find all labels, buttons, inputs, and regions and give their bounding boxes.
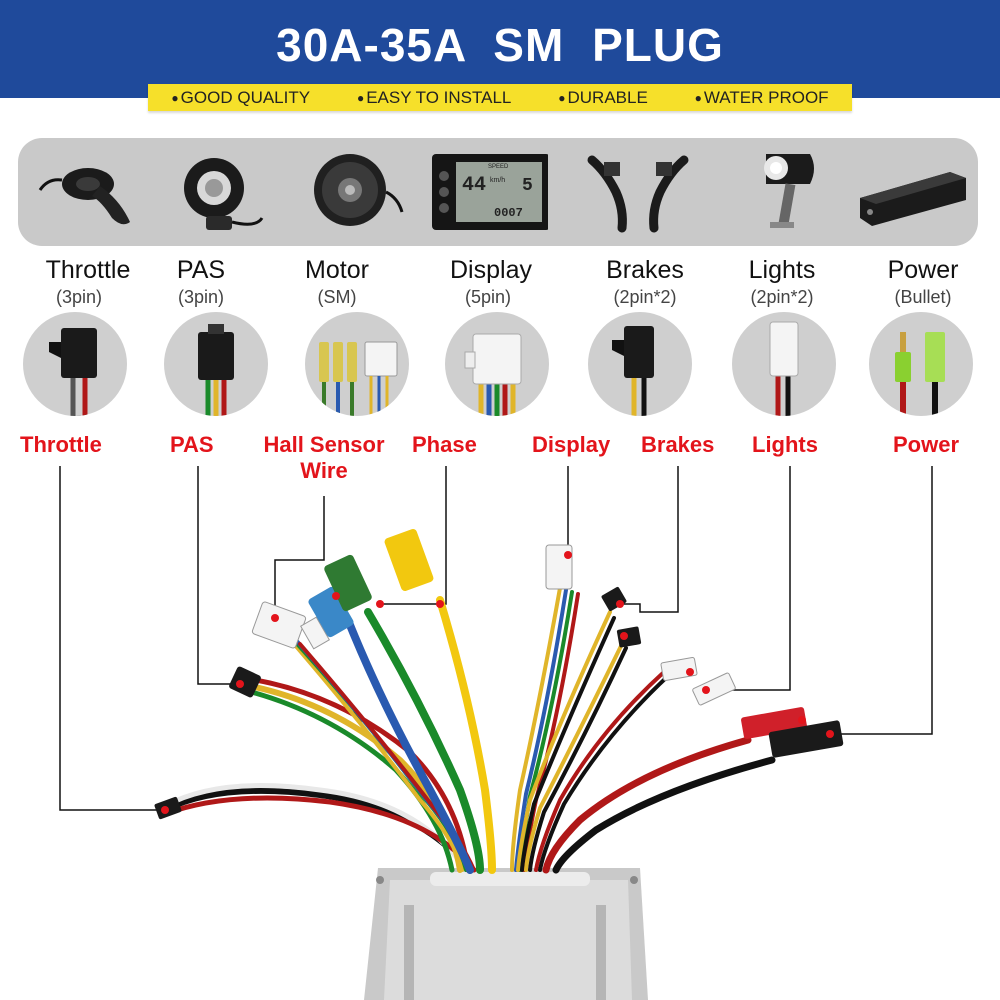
pas-sensor-icon xyxy=(184,158,264,230)
leader-hall xyxy=(274,496,325,618)
label-pas: PAS xyxy=(170,432,214,457)
leader-power xyxy=(830,466,933,735)
label-display: Display xyxy=(532,432,611,457)
lights-connector-photo xyxy=(732,312,836,416)
white-5pin-connector-icon xyxy=(464,333,522,416)
product-spec-power: (Bullet) xyxy=(894,287,952,307)
bullet-icon: ● xyxy=(558,90,566,105)
marker-dots xyxy=(161,551,834,814)
bullet-hall-connector-icon xyxy=(319,341,398,416)
feature-good-quality: ●GOOD QUALITY xyxy=(171,87,311,107)
product-name-pas: PAS xyxy=(176,256,226,284)
leader-throttle xyxy=(59,466,165,811)
feature-durable: ●DURABLE xyxy=(558,87,648,107)
display-connector-photo xyxy=(445,312,549,416)
bullet-icon: ● xyxy=(356,90,365,105)
pas-product-image xyxy=(166,138,286,246)
battery-icon xyxy=(860,172,966,226)
product-spec-brakes: (2pin*2) xyxy=(613,287,677,307)
motor-product-image xyxy=(298,138,418,246)
leader-brakes xyxy=(620,466,679,613)
display-level: 5 xyxy=(522,176,533,196)
product-name-display: Display xyxy=(450,256,532,284)
product-spec-pas: (3pin) xyxy=(177,287,225,307)
page-title: 30A-35A SM PLUG xyxy=(276,19,724,71)
leader-lines xyxy=(59,466,933,811)
display-product-image: SPEED 44 km/h 5 0007 xyxy=(428,138,548,246)
bullet-icon: ● xyxy=(171,90,179,105)
lights-product-image xyxy=(736,138,856,246)
leader-phase xyxy=(380,466,447,605)
product-name-motor: Motor xyxy=(305,256,369,284)
label-brakes: Brakes xyxy=(641,432,715,457)
feature-water-proof: ●WATER PROOF xyxy=(694,87,829,107)
connector-shapes xyxy=(154,529,844,820)
display-speed: 44 xyxy=(462,174,486,197)
feature-easy-install: ●EASY TO INSTALL xyxy=(356,87,512,107)
product-name-power: Power xyxy=(887,256,959,284)
display-unit: km/h xyxy=(490,177,505,184)
label-lights: Lights xyxy=(752,432,818,457)
product-spec-display: (5pin) xyxy=(464,287,512,307)
product-name-brakes: Brakes xyxy=(606,256,684,284)
brakes-product-image xyxy=(580,138,700,246)
lcd-display-icon: SPEED 44 km/h 5 0007 xyxy=(432,154,548,230)
black-3pin-connector-icon xyxy=(198,324,234,416)
product-spec-motor: (SM) xyxy=(317,287,357,307)
wire-bundle xyxy=(162,586,776,874)
parts-strip: SPEED 44 km/h 5 0007 xyxy=(18,138,978,246)
display-speed-label: SPEED xyxy=(488,164,509,170)
hub-motor-icon xyxy=(314,154,404,226)
label-hall-sensor: Hall Sensor Wire xyxy=(256,432,392,484)
product-name-lights: Lights xyxy=(748,256,816,284)
leader-lights xyxy=(706,466,791,691)
white-2pin-connector-icon xyxy=(769,321,799,416)
motor-connector-photo xyxy=(305,312,409,416)
product-spec-lights: (2pin*2) xyxy=(750,287,814,307)
label-hall-sensor-line1: Hall Sensor xyxy=(263,432,385,457)
bullet-power-connector-icon xyxy=(895,332,945,416)
black-3pin-connector-icon xyxy=(49,328,97,416)
throttle-connector-photo xyxy=(23,312,127,416)
power-product-image xyxy=(854,138,974,246)
label-phase: Phase xyxy=(412,432,477,457)
product-name-throttle: Throttle xyxy=(45,256,131,284)
feature-bar: ●GOOD QUALITY ●EASY TO INSTALL ●DURABLE … xyxy=(148,84,852,111)
label-power: Power xyxy=(893,432,960,457)
black-2pin-connector-icon xyxy=(612,326,654,416)
headlight-icon xyxy=(764,154,814,228)
power-connector-photo xyxy=(869,312,973,416)
display-odo: 0007 xyxy=(494,206,523,220)
pas-connector-photo xyxy=(164,312,268,416)
label-hall-sensor-line2: Wire xyxy=(300,458,348,483)
brake-levers-icon xyxy=(587,155,689,233)
controller-box xyxy=(364,868,648,1000)
thumb-throttle-icon xyxy=(38,168,130,225)
product-spec-throttle: (3pin) xyxy=(55,287,103,307)
bullet-icon: ● xyxy=(694,90,702,105)
throttle-product-image xyxy=(30,138,150,246)
header-banner: 30A-35A SM PLUG xyxy=(0,0,1000,98)
label-throttle: Throttle xyxy=(20,432,102,457)
leader-pas xyxy=(197,466,240,685)
brakes-connector-photo xyxy=(588,312,692,416)
